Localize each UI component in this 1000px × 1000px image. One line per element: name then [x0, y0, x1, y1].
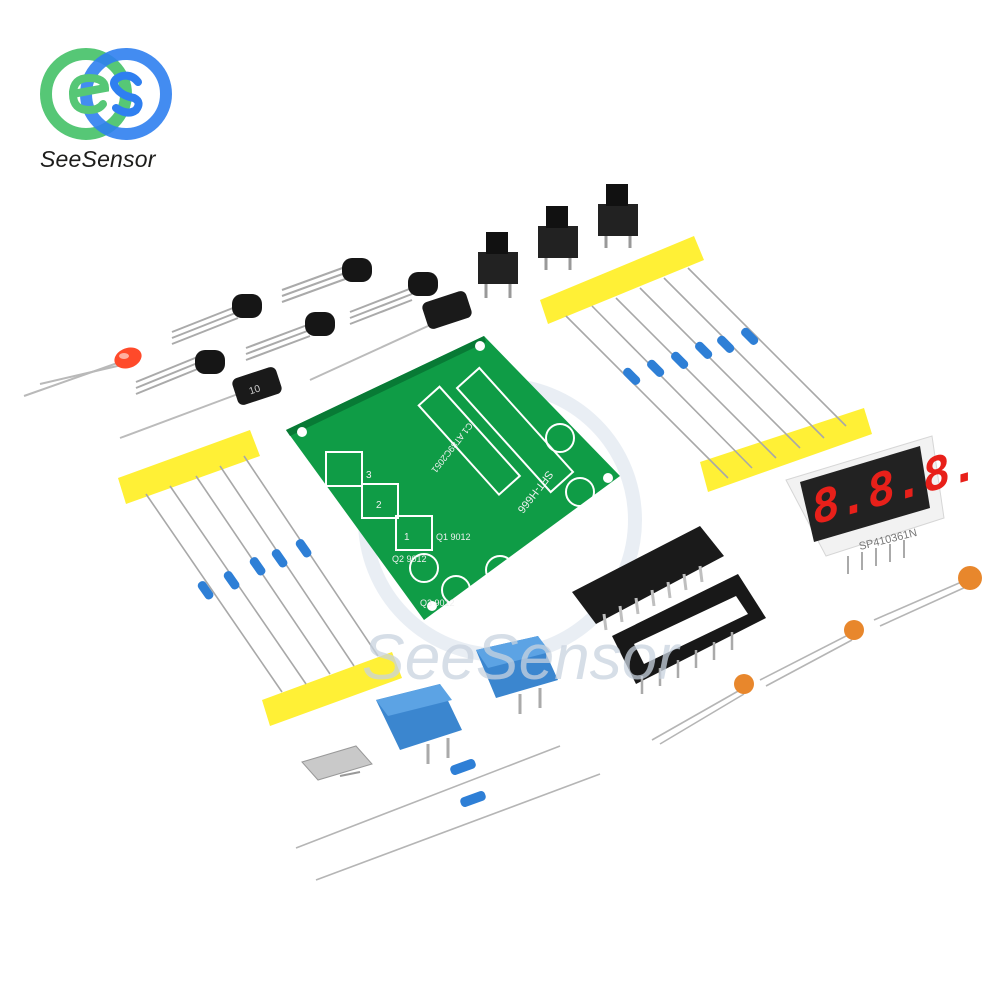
crystal-oscillator	[301, 745, 373, 781]
seesensor-logo-icon	[40, 48, 172, 140]
tactile-buttons	[478, 184, 638, 298]
ceramic-capacitors	[651, 566, 982, 745]
svg-text:Q3 9012: Q3 9012	[420, 598, 455, 608]
resistor-strip-left	[118, 430, 402, 726]
svg-text:3: 3	[366, 470, 372, 481]
loose-resistors	[295, 745, 601, 881]
terminal-blocks	[376, 636, 558, 764]
svg-text:10: 10	[248, 383, 262, 397]
red-led	[23, 347, 142, 397]
electrolytic-capacitors: 10	[119, 291, 472, 439]
resistor-strip-right	[540, 236, 872, 492]
ic-socket	[612, 574, 766, 694]
svg-text:1: 1	[404, 532, 410, 543]
svg-text:Q2 9012: Q2 9012	[392, 554, 427, 564]
pcb-board: 3 2 1 Q2 9012 Q1 9012 Q3 9012 SFT-H666 I…	[286, 336, 620, 620]
brand-name: SeeSensor	[40, 146, 156, 172]
dip-ic	[572, 526, 724, 631]
svg-text:2: 2	[376, 500, 382, 511]
svg-text:Q1 9012: Q1 9012	[436, 532, 471, 542]
seven-segment-display: 8.8.8. SP410361N	[785, 435, 978, 574]
watermark-text: SeeSensor	[362, 621, 679, 693]
transistors	[135, 258, 438, 395]
